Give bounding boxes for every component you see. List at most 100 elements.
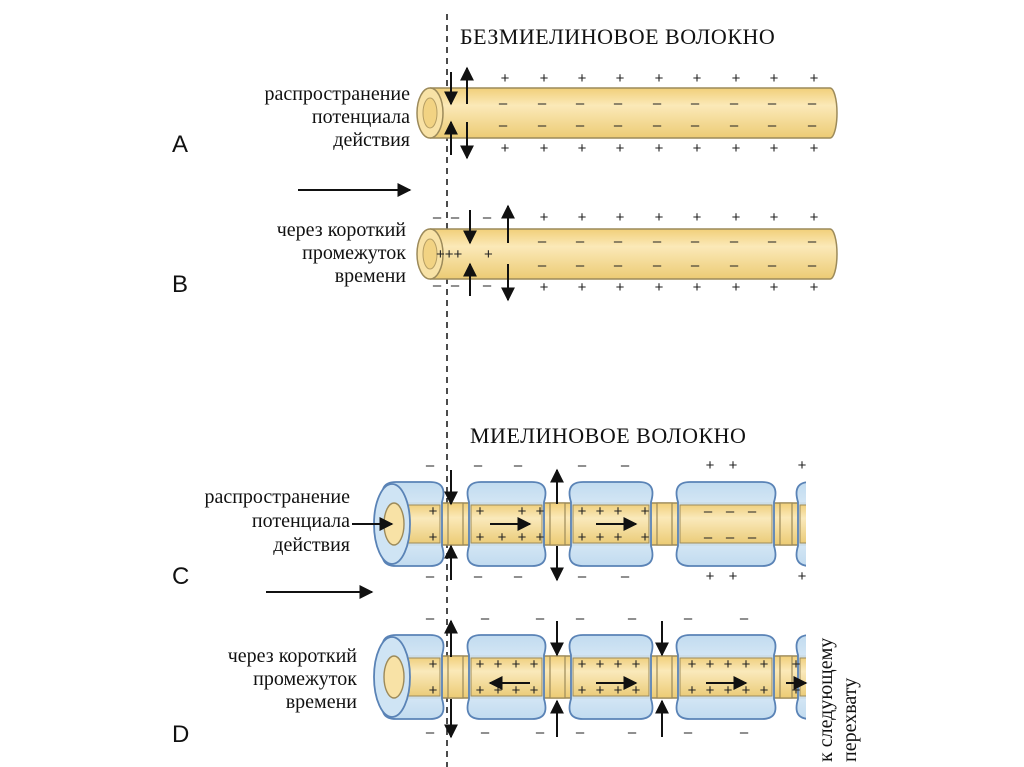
charge-plus: + [476, 529, 485, 546]
charge-plus: + [494, 656, 503, 673]
charge-minus: – [768, 117, 777, 134]
charge-minus: – [704, 529, 713, 546]
charge-minus: – [621, 568, 630, 585]
charge-plus: + [578, 70, 587, 87]
charge-plus: + [655, 279, 664, 296]
charge-minus: – [808, 117, 817, 134]
charge-plus: + [476, 682, 485, 699]
charge-plus: + [693, 209, 702, 226]
charge-minus: – [808, 257, 817, 274]
charge-plus: + [693, 140, 702, 157]
charge-plus: + [578, 656, 587, 673]
charge-plus: + [655, 70, 664, 87]
charge-plus: + [732, 140, 741, 157]
charge-plus: + [810, 70, 819, 87]
node-of-ranvier [447, 655, 464, 699]
side-note-line-1: к следующему [815, 638, 837, 762]
charge-minus: – [426, 568, 435, 585]
charge-plus: + [540, 140, 549, 157]
panel-c-letter: C [172, 563, 189, 590]
node-of-ranvier [549, 502, 566, 546]
charge-plus: + [732, 70, 741, 87]
axon-cut-face [383, 655, 405, 699]
charge-plus: + [429, 503, 438, 520]
myelinated-fiber-c [373, 474, 1024, 574]
charge-minus: – [628, 724, 637, 741]
charge-minus: – [808, 233, 817, 250]
charge-minus: – [433, 277, 442, 294]
panel-a-charge-signs: ++++++++++++++++++–––––––––––––––––– [499, 70, 819, 157]
charge-plus: + [530, 656, 539, 673]
panel-c-caption-line-2: потенциала [252, 510, 350, 532]
charge-plus: + [540, 209, 549, 226]
charge-plus: + [688, 656, 697, 673]
charge-minus: – [576, 610, 585, 627]
charge-minus: – [748, 503, 757, 520]
myelin-segment [675, 634, 777, 720]
charge-plus: + [578, 682, 587, 699]
charge-minus: – [653, 257, 662, 274]
panel-d-caption-line-3: времени [286, 691, 358, 713]
node-of-ranvier [549, 655, 566, 699]
myelinated-fiber-d [373, 627, 1024, 727]
charge-minus: – [538, 233, 547, 250]
node-of-ranvier [656, 502, 673, 546]
charge-plus: + [536, 529, 545, 546]
panel-a-letter: A [172, 131, 188, 158]
charge-plus: + [742, 682, 751, 699]
panel-b-current-arrows [463, 204, 515, 302]
title-myelinated: МИЕЛИНОВОЕ ВОЛОКНО [470, 423, 746, 448]
panel-b-charge-signs: ++++++++++++++++–––––––––––––––––––––– [433, 209, 819, 296]
charge-plus: + [616, 70, 625, 87]
charge-plus: + [770, 279, 779, 296]
charge-plus: + [792, 682, 801, 699]
myelin-segment [675, 481, 777, 567]
charge-minus: – [481, 610, 490, 627]
charge-minus: – [653, 233, 662, 250]
charge-minus: – [684, 610, 693, 627]
charge-minus: – [704, 503, 713, 520]
charge-minus: – [748, 529, 757, 546]
charge-plus: + [578, 279, 587, 296]
charge-minus: – [768, 233, 777, 250]
charge-minus: – [614, 95, 623, 112]
charge-plus: + [429, 529, 438, 546]
charge-minus: – [538, 257, 547, 274]
charge-minus: – [653, 117, 662, 134]
charge-minus: – [474, 457, 483, 474]
charge-plus: + [688, 682, 697, 699]
charge-plus: + [518, 503, 527, 520]
charge-minus: – [576, 724, 585, 741]
charge-minus: – [538, 95, 547, 112]
panel-a-caption-line-3: действия [333, 129, 410, 151]
axon-b [416, 228, 838, 280]
charge-plus: + [706, 682, 715, 699]
panel-c: распространение потенциала действия C ––… [172, 457, 1024, 590]
charge-minus: – [691, 233, 700, 250]
charge-plus: + [614, 682, 623, 699]
charge-plus: + [732, 279, 741, 296]
charge-minus: – [808, 95, 817, 112]
charge-plus: + [798, 457, 807, 474]
charge-plus: + [536, 503, 545, 520]
charge-plus: + [596, 503, 605, 520]
charge-plus: + [476, 503, 485, 520]
panel-b-caption-line-2: промежуток [302, 242, 406, 264]
panel-b-inner-plus: + [484, 246, 493, 263]
panel-c-charge-signs: ––––––––––+++++++++++++++++++++++–––––– [426, 457, 807, 585]
charge-plus: + [494, 682, 503, 699]
charge-minus: – [514, 457, 523, 474]
charge-minus: – [483, 209, 492, 226]
charge-minus: – [614, 257, 623, 274]
charge-plus: + [578, 209, 587, 226]
charge-minus: – [576, 95, 585, 112]
node-of-ranvier [447, 502, 464, 546]
myelin-segment [466, 634, 547, 720]
panel-b: через короткий промежуток времени B +++ … [172, 204, 838, 302]
charge-minus: – [426, 610, 435, 627]
charge-plus: + [655, 209, 664, 226]
charge-plus: + [732, 209, 741, 226]
charge-plus: + [760, 656, 769, 673]
